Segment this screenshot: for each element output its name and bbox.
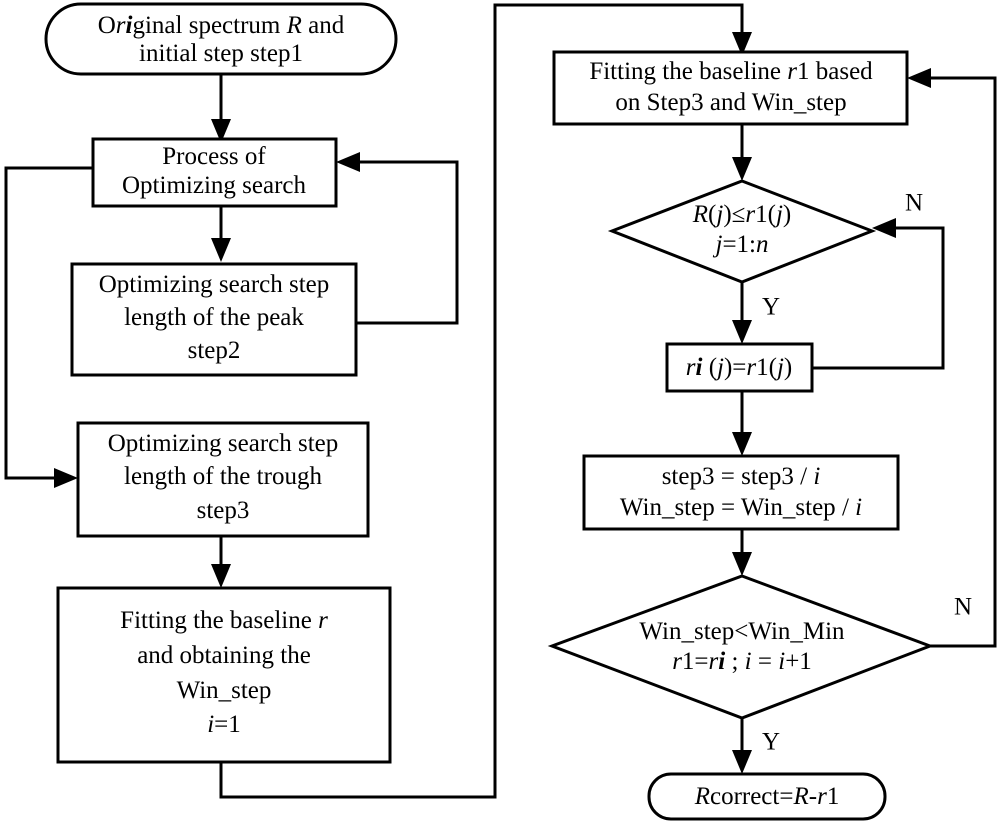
node-fitting-baseline-r1[interactable]: Fitting the baseline r1 based on Step3 a…	[552, 50, 909, 126]
node-start-terminal[interactable]: Original spectrum R and initial step ste…	[44, 2, 398, 76]
edge-winstep-yes-to-end	[732, 718, 752, 774]
fitting-r-line3: Win_step	[177, 677, 272, 704]
svg-text:initial step step1: initial step step1	[139, 40, 303, 67]
edge-decision-yes-to-assign	[732, 282, 752, 344]
edge-winstep-no-loop	[907, 68, 997, 648]
peak-step-line2: length of the peak	[124, 304, 304, 331]
fitting-r-line1: Fitting the baseline r	[120, 607, 328, 634]
svg-text:Original spectrum R and: Original spectrum R and	[98, 12, 345, 39]
svg-text:Optimizing search step: Optimizing search step	[99, 271, 330, 298]
edge-fitting-to-fitting-r1	[219, 3, 752, 799]
end-terminal-line1: Rcorrect=R-r1	[694, 783, 840, 810]
edge-update-to-winstep	[732, 529, 752, 576]
edge-label-compare-yes: Y	[762, 294, 780, 321]
decision-winstep-line2: r1=ri ; i = i+1	[672, 648, 812, 675]
fitting-r-line2: and obtaining the	[137, 642, 311, 669]
svg-text:step3: step3	[197, 497, 250, 524]
start-terminal-line1: Original spectrum R and	[98, 12, 345, 39]
peak-step-line3: step2	[188, 337, 241, 364]
node-assign-ri[interactable]: ri (j)=r1(j)	[665, 342, 814, 393]
node-decision-winstep[interactable]: Win_step<Win_Min r1=ri ; i = i+1	[547, 574, 935, 720]
node-peak-step[interactable]: Optimizing search step length of the pea…	[70, 262, 358, 377]
svg-text:length of the trough: length of the trough	[124, 463, 322, 490]
edge-assign-to-decision-loop	[812, 218, 945, 370]
edge-assign-to-update	[732, 391, 752, 456]
start-terminal-line2: initial step step1	[139, 40, 303, 67]
edge-r1-to-decision	[732, 124, 752, 181]
svg-text:and obtaining the: and obtaining the	[137, 642, 311, 669]
fitting-r1-line1: Fitting the baseline r1 based	[589, 58, 873, 85]
edge-process-to-trough-loop	[4, 166, 93, 488]
node-process-optimizing-search[interactable]: Process of Optimizing search	[91, 137, 338, 208]
svg-text:Optimizing search: Optimizing search	[122, 172, 307, 199]
svg-text:Rcorrect=R-r1: Rcorrect=R-r1	[694, 783, 840, 810]
svg-text:Win_step: Win_step	[177, 677, 272, 704]
svg-text:length of the peak: length of the peak	[124, 304, 304, 331]
svg-text:i=1: i=1	[207, 711, 241, 738]
edge-label-compare-no: N	[905, 190, 923, 217]
edge-peak-to-process-loop	[336, 152, 459, 325]
svg-text:Win_step<Win_Min: Win_step<Win_Min	[639, 618, 845, 645]
edge-trough-to-fitting	[211, 536, 231, 588]
svg-text:Process of: Process of	[162, 143, 266, 170]
node-end-terminal[interactable]: Rcorrect=R-r1	[647, 772, 887, 821]
decision-compare-line1: R(j)≤r1(j)	[692, 201, 791, 228]
decision-winstep-line1: Win_step<Win_Min	[639, 618, 845, 645]
svg-text:step3 = step3 / i: step3 = step3 / i	[662, 463, 821, 490]
fitting-r1-line2: on Step3 and Win_step	[615, 89, 846, 116]
node-decision-compare[interactable]: R(j)≤r1(j) j=1:n	[607, 179, 877, 284]
svg-text:R(j)≤r1(j): R(j)≤r1(j)	[692, 201, 791, 228]
update-steps-line1: step3 = step3 / i	[662, 463, 821, 490]
decision-compare-line2: j=1:n	[713, 231, 769, 258]
svg-text:ri (j)=r1(j): ri (j)=r1(j)	[686, 354, 793, 381]
trough-step-line2: length of the trough	[124, 463, 322, 490]
svg-text:Optimizing search step: Optimizing search step	[108, 430, 339, 457]
svg-text:Fitting the baseline r1 based: Fitting the baseline r1 based	[589, 58, 873, 85]
svg-text:Win_step = Win_step / i: Win_step = Win_step / i	[620, 494, 862, 521]
svg-text:on Step3 and Win_step: on Step3 and Win_step	[615, 89, 846, 116]
node-fitting-baseline-r[interactable]: Fitting the baseline r and obtaining the…	[56, 586, 392, 764]
process-line2: Optimizing search	[122, 172, 307, 199]
svg-text:step2: step2	[188, 337, 241, 364]
update-steps-line2: Win_step = Win_step / i	[620, 494, 862, 521]
process-line1: Process of	[162, 143, 266, 170]
node-update-steps[interactable]: step3 = step3 / i Win_step = Win_step / …	[582, 454, 900, 531]
edge-process-to-peak	[211, 206, 231, 262]
edge-start-to-process	[211, 73, 231, 143]
assign-ri-line1: ri (j)=r1(j)	[686, 354, 793, 381]
trough-step-line1: Optimizing search step	[108, 430, 339, 457]
svg-text:Fitting the baseline r: Fitting the baseline r	[120, 607, 328, 634]
peak-step-line1: Optimizing search step	[99, 271, 330, 298]
edge-label-winstep-no: N	[954, 594, 972, 621]
fitting-r-line4: i=1	[207, 711, 241, 738]
svg-text:j=1:n: j=1:n	[713, 231, 769, 258]
svg-text:r1=ri ; i = i+1: r1=ri ; i = i+1	[672, 648, 812, 675]
trough-step-line3: step3	[197, 497, 250, 524]
node-trough-step[interactable]: Optimizing search step length of the tro…	[76, 421, 370, 538]
edge-label-winstep-yes: Y	[762, 729, 780, 756]
